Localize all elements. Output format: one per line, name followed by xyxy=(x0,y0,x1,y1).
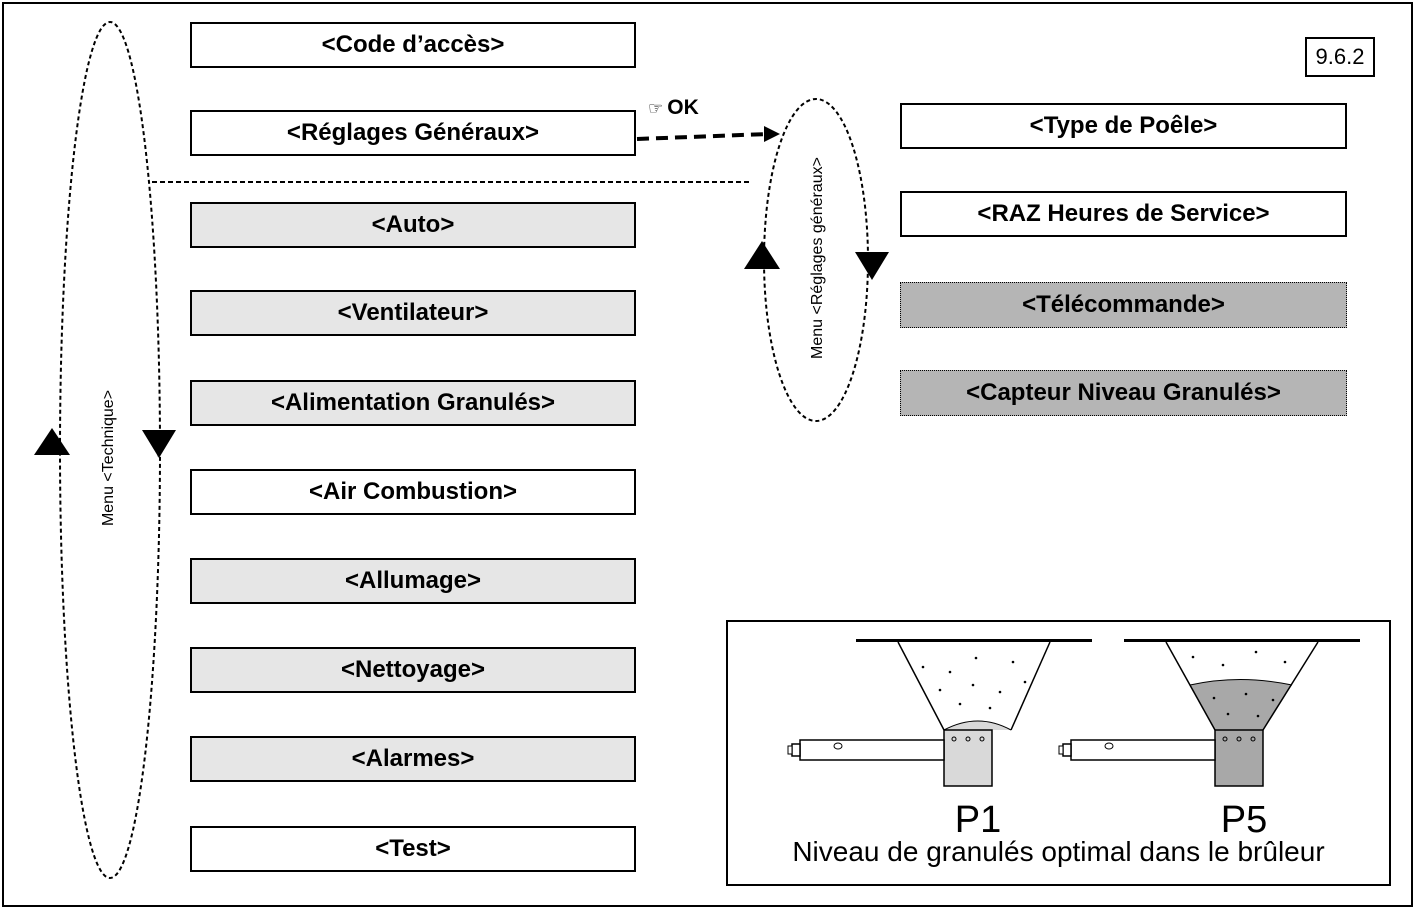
down-arrow-icon xyxy=(855,252,889,280)
menu-item-alarmes[interactable]: <Alarmes> xyxy=(190,736,636,782)
burner-p1-illustration xyxy=(787,639,1092,787)
menu-item-type-de-poele[interactable]: <Type de Poêle> xyxy=(900,103,1347,149)
menu-item-nettoyage[interactable]: <Nettoyage> xyxy=(190,647,636,693)
menu-item-allumage[interactable]: <Allumage> xyxy=(190,558,636,604)
menu-item-alimentation-granules[interactable]: <Alimentation Granulés> xyxy=(190,380,636,426)
ok-arrow-line xyxy=(636,132,769,141)
menu-item-test[interactable]: <Test> xyxy=(190,826,636,872)
menu-item-air-combustion[interactable]: <Air Combustion> xyxy=(190,469,636,515)
down-arrow-icon xyxy=(142,430,176,458)
burner-p5-illustration xyxy=(1058,639,1360,787)
menu-item-auto[interactable]: <Auto> xyxy=(190,202,636,248)
ok-label: ☞OK xyxy=(648,96,699,120)
ok-arrow-head-icon xyxy=(764,126,780,142)
legend-caption: Niveau de granulés optimal dans le brûle… xyxy=(792,836,1325,867)
pointing-hand-icon: ☞ xyxy=(648,99,664,118)
technique-menu-label: Menu <Technique> xyxy=(100,389,117,527)
p1-label: P1 xyxy=(954,799,1002,841)
up-arrow-icon xyxy=(744,241,780,269)
version-number: 9.6.2 xyxy=(1305,37,1375,77)
pellet-level-legend: P1 P5 Niveau de granulés optimal dans le… xyxy=(726,620,1391,886)
burner-illustrations xyxy=(787,639,1360,787)
menu-item-reglages-generaux[interactable]: <Réglages Généraux> xyxy=(190,110,636,156)
reglages-menu-label: Menu <Réglages généraux> xyxy=(809,157,826,359)
menu-item-code-acces[interactable]: <Code d’accès> xyxy=(190,22,636,68)
ok-text: OK xyxy=(667,96,699,119)
menu-item-raz-heures-service[interactable]: <RAZ Heures de Service> xyxy=(900,191,1347,237)
menu-item-telecommande[interactable]: <Télécommande> xyxy=(900,282,1347,328)
up-arrow-icon xyxy=(34,428,70,455)
menu-item-capteur-niveau-granules[interactable]: <Capteur Niveau Granulés> xyxy=(900,370,1347,416)
menu-item-ventilateur[interactable]: <Ventilateur> xyxy=(190,290,636,336)
p5-label: P5 xyxy=(1220,799,1268,841)
